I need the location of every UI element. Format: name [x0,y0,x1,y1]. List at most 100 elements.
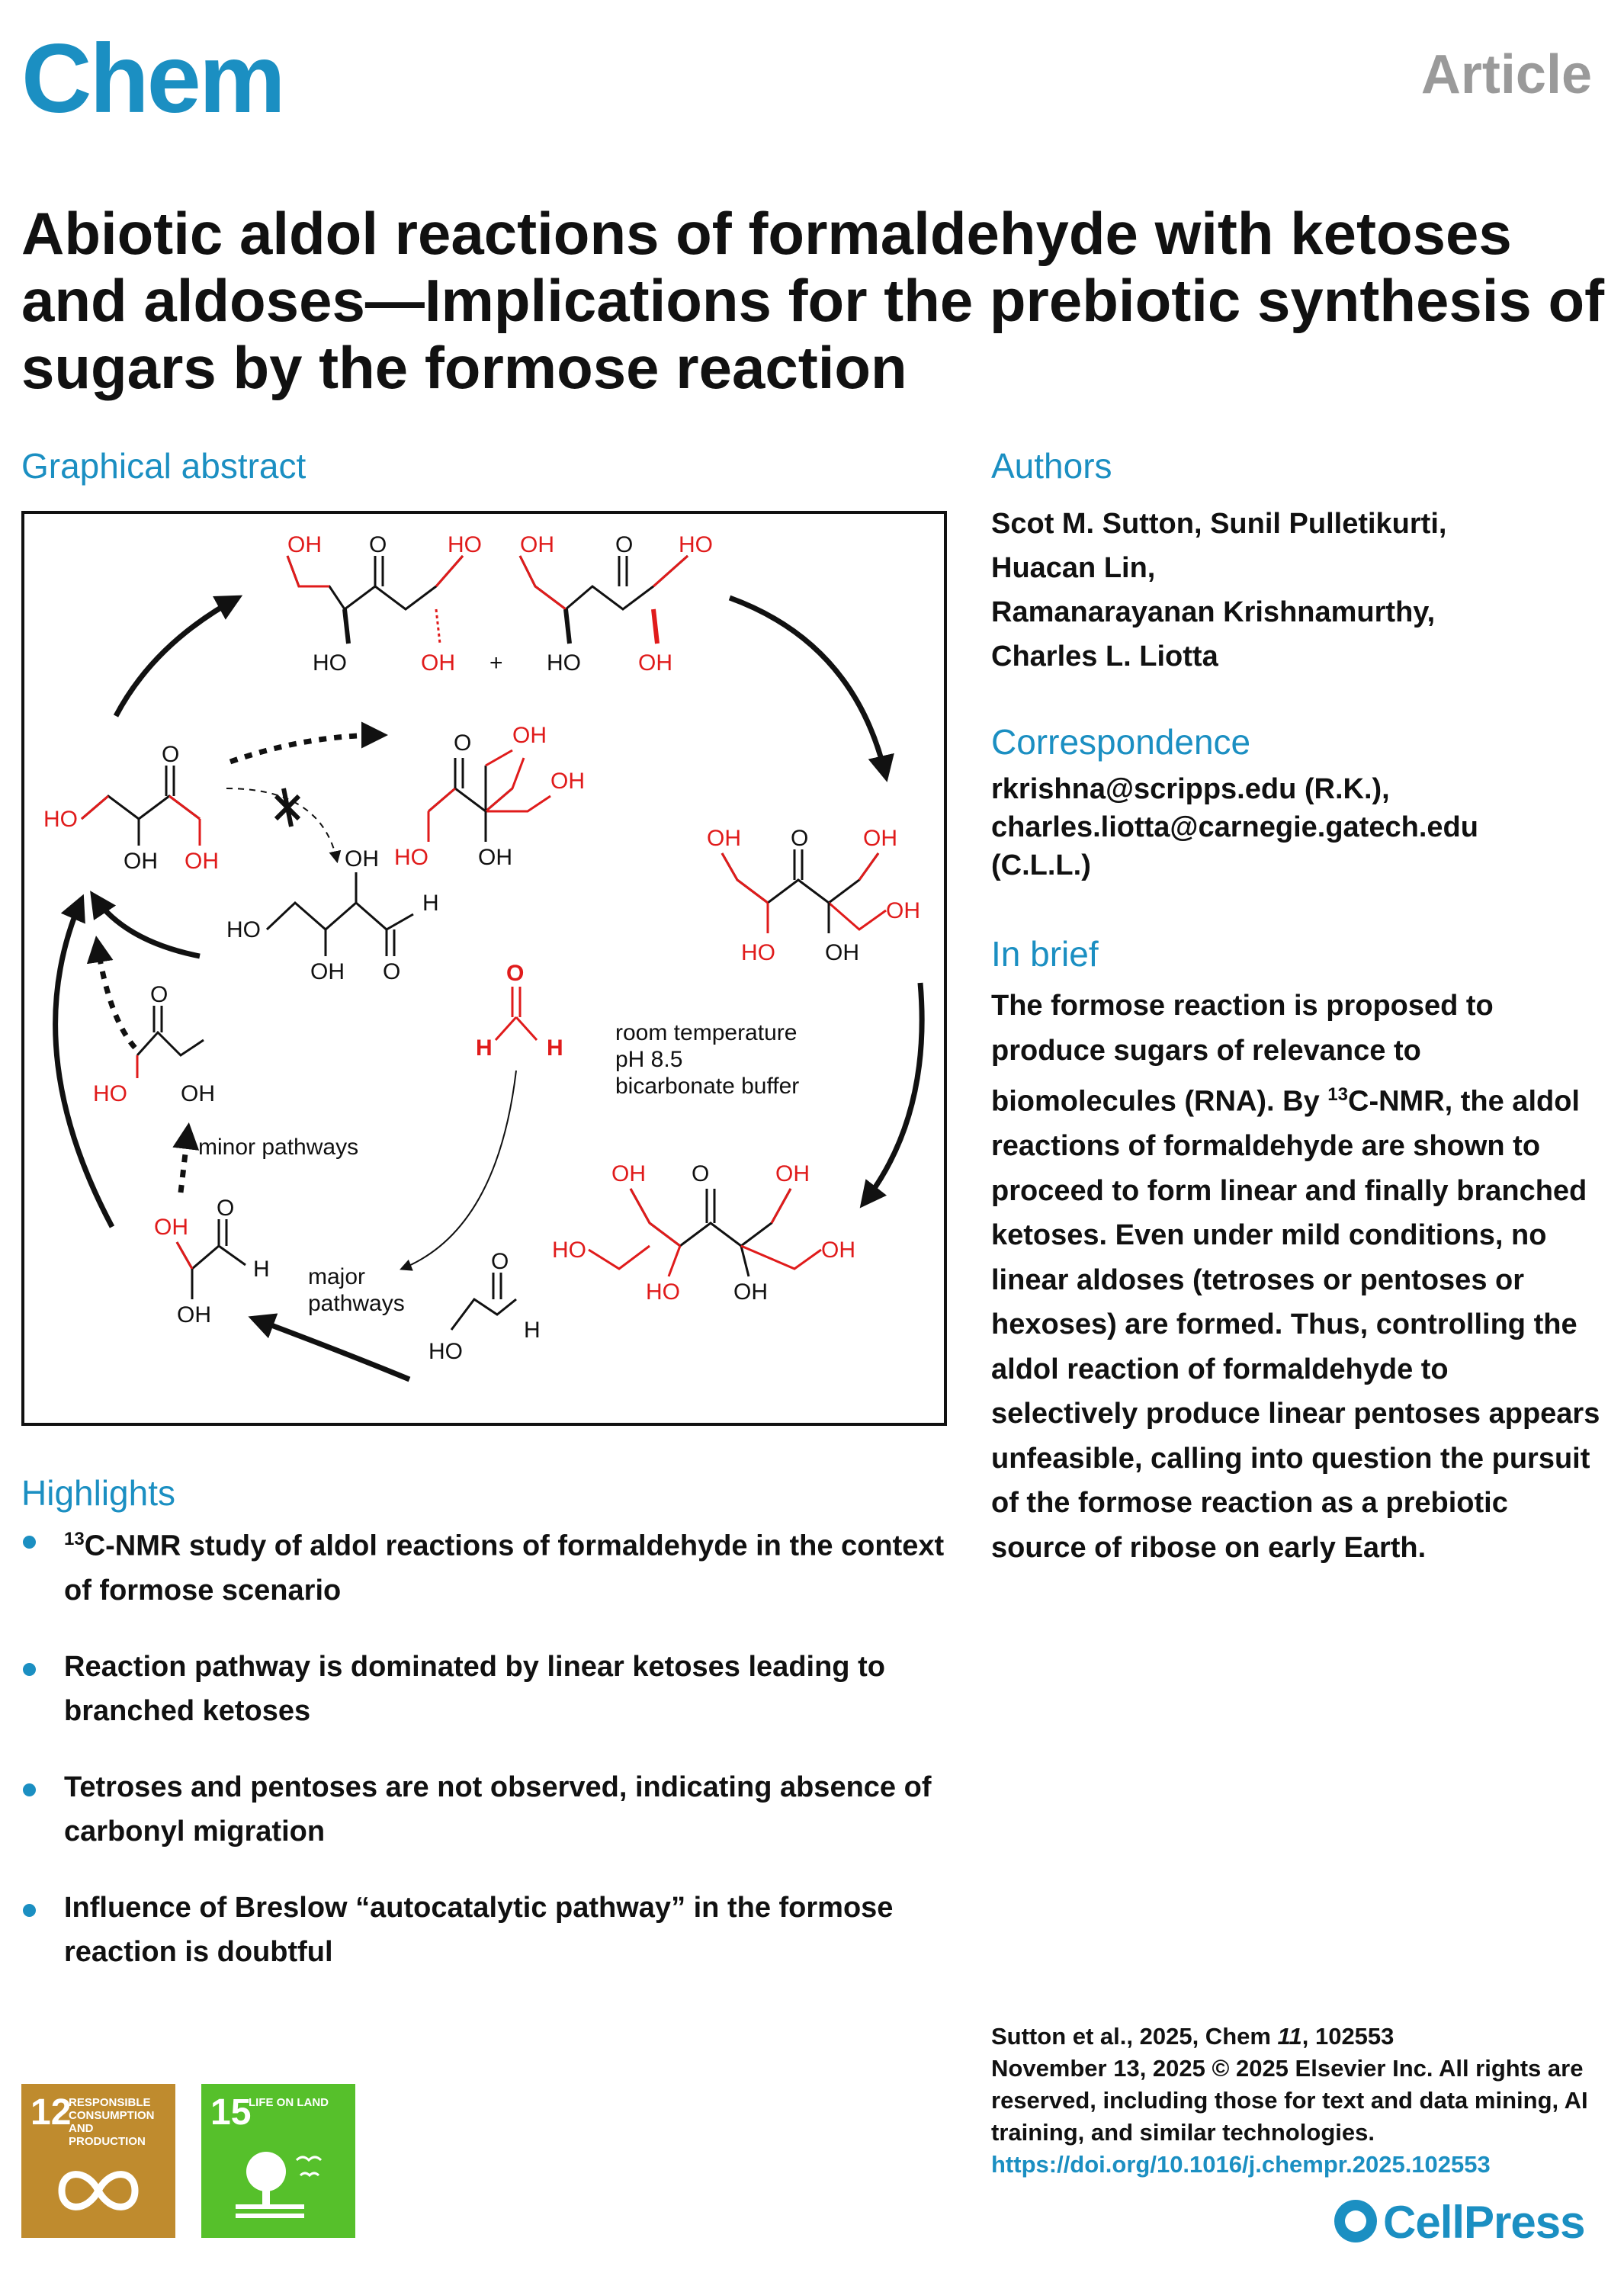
article-title: Abiotic aldol reactions of formaldehyde … [21,200,1605,401]
svg-text:O: O [491,1249,509,1274]
graphical-abstract-heading: Graphical abstract [21,446,307,486]
svg-text:OH: OH [287,532,322,557]
copyright-text: November 13, 2025 © 2025 Elsevier Inc. A… [991,2055,1588,2146]
svg-text:O: O [615,532,633,557]
molecule-dihydroxyacetone: O HO OH [93,982,215,1106]
superscript: 13 [1327,1084,1348,1105]
citation-line: Sutton et al., 2025, Chem 11, 102553 [991,2021,1616,2053]
highlight-item: Influence of Breslow “autocatalytic path… [21,1886,959,1974]
highlight-item: 13C-NMR study of aldol reactions of form… [21,1517,959,1613]
svg-text:OH: OH [886,898,920,923]
highlight-text: Reaction pathway is dominated by linear … [64,1650,885,1727]
reaction-scheme: OH O HO HO OH + OH O HO HO OH HO [43,532,925,1382]
svg-text:OH: OH [611,1161,646,1186]
citation-volume: 11 [1277,2023,1302,2050]
svg-text:OH: OH [421,650,455,676]
svg-text:O: O [150,982,168,1007]
doi-link[interactable]: https://doi.org/10.1016/j.chempr.2025.10… [991,2151,1491,2178]
svg-text:OH: OH [124,849,158,874]
highlight-text: C-NMR study of aldol reactions of formal… [64,1530,945,1607]
svg-text:HO: HO [448,532,482,557]
sdg-12-badge: 12 RESPONSIBLE CONSUMPTION AND PRODUCTIO… [21,2084,175,2238]
major-pathways-label-1: major [308,1264,365,1289]
sdg-label: LIFE ON LAND [249,2096,329,2109]
molecule-bottom-hexose: OH O OH HO HO OH OH [552,1161,855,1305]
highlight-text: Tetroses and pentoses are not observed, … [64,1771,932,1848]
svg-text:HO: HO [646,1279,680,1305]
svg-text:H: H [547,1035,563,1061]
correspondence-email-2[interactable]: charles.liotta@carnegie.gatech.edu [991,811,1478,843]
molecule-top-hexose-1: OH O HO HO OH [286,532,482,676]
citation-part: Sutton et al., 2025, Chem [991,2023,1278,2050]
highlight-text: Influence of Breslow “autocatalytic path… [64,1891,894,1968]
article-type: Article [1420,44,1592,105]
infinity-icon [58,2171,139,2210]
svg-text:HO: HO [226,917,261,942]
molecule-erythrulose: HO O OH OH [43,742,219,874]
citation-block: Sutton et al., 2025, Chem 11, 102553 Nov… [991,2021,1616,2181]
svg-text:O: O [791,826,808,851]
journal-name: Chem [21,24,286,133]
svg-text:OH: OH [478,845,512,870]
condition-ph: pH 8.5 [615,1047,682,1072]
svg-text:OH: OH [310,959,345,984]
svg-text:O: O [506,961,524,986]
correspondence-heading: Correspondence [991,722,1251,762]
svg-text:O: O [383,959,400,984]
highlights-heading: Highlights [21,1473,175,1513]
svg-text:HO: HO [93,1081,127,1106]
highlights-list: 13C-NMR study of aldol reactions of form… [21,1517,959,2006]
molecule-glycolaldehyde: O H HO [428,1249,541,1364]
svg-text:OH: OH [512,723,547,748]
bullet-icon [23,1903,36,1917]
svg-text:OH: OH [154,1215,188,1240]
minor-pathways-label: minor pathways [198,1135,358,1160]
major-pathways-label-2: pathways [308,1291,405,1316]
in-brief-part: The formose reaction is proposed to prod… [991,990,1494,1118]
tree-icon [236,2152,323,2218]
superscript: 13 [64,1529,85,1549]
authors-list: Scot M. Sutton, Sunil Pulletikurti, Huac… [991,502,1601,679]
publisher-name: CellPress [1383,2197,1586,2248]
svg-text:OH: OH [550,769,585,794]
bullet-icon [23,1783,36,1796]
sdg-number: 15 [210,2092,252,2133]
svg-text:OH: OH [520,532,554,557]
authors-heading: Authors [991,446,1112,486]
svg-text:HO: HO [547,650,581,676]
sdg-number: 12 [30,2092,72,2133]
in-brief-part: C-NMR, the aldol reactions of formaldehy… [991,1085,1600,1564]
publisher-logo: CellPress [1334,2196,1586,2249]
correspondence-email-1[interactable]: rkrishna@scripps.edu (R.K.), [991,773,1390,805]
highlight-item: Tetroses and pentoses are not observed, … [21,1765,959,1854]
author-line: Charles L. Liotta [991,640,1218,673]
molecule-formaldehyde: O H H [476,961,563,1061]
molecule-threose: HO OH OH O H [226,846,439,984]
svg-text:OH: OH [181,1081,215,1106]
svg-text:OH: OH [863,826,897,851]
svg-text:H: H [476,1035,493,1061]
in-brief-text: The formose reaction is proposed to prod… [991,984,1601,1570]
bullet-icon [23,1662,36,1676]
svg-text:HO: HO [394,845,428,870]
condition-temperature: room temperature [615,1020,797,1045]
svg-text:OH: OH [825,940,859,965]
svg-text:HO: HO [679,532,713,557]
molecule-glyceraldehyde: OH O H OH [154,1196,270,1327]
correspondence-block: rkrishna@scripps.edu (R.K.), charles.lio… [991,770,1601,884]
svg-text:HO: HO [313,650,347,676]
sdg-15-badge: 15 LIFE ON LAND [201,2084,355,2238]
svg-text:O: O [692,1161,709,1186]
molecule-branched-pentose: O OH OH HO OH [394,723,585,870]
svg-text:OH: OH [733,1279,768,1305]
author-line: Huacan Lin, [991,552,1156,584]
plus-sign: + [489,650,503,676]
blocked-cross-icon [274,788,301,827]
graphical-abstract: OH O HO HO OH + OH O HO HO OH HO [21,511,947,1426]
svg-text:OH: OH [821,1238,855,1263]
cellpress-logo-icon [1334,2200,1377,2242]
molecule-top-hexose-2: OH O HO HO OH [518,532,713,676]
svg-text:OH: OH [638,650,672,676]
svg-text:OH: OH [775,1161,810,1186]
svg-text:OH: OH [177,1302,211,1327]
